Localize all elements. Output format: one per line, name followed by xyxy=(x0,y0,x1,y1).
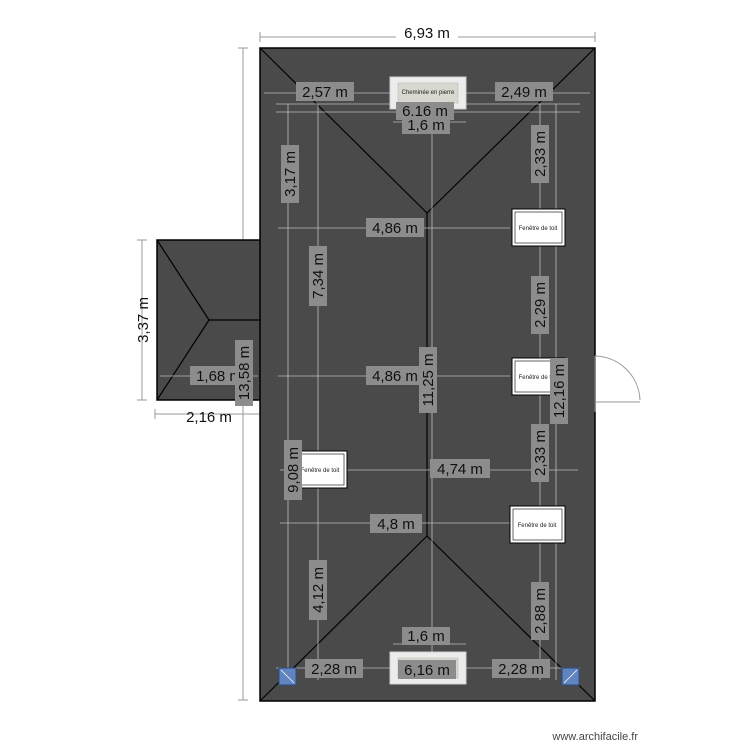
dim-annex-width: 2,16 m xyxy=(186,409,232,426)
dim-left-lower: 9,08 m xyxy=(284,440,302,500)
dim-bottom-chimney-width: 1,6 m xyxy=(402,627,450,645)
dim-row1-text: 4,86 m xyxy=(372,220,418,237)
dim-top-chimney-width: 1,6 m xyxy=(402,116,450,134)
skylight-label: Fenêtre de toit xyxy=(519,375,558,381)
watermark[interactable]: www.archifacile.fr xyxy=(552,731,638,743)
dim-right-mid-text: 2,29 m xyxy=(532,282,549,328)
dim-annex-width-text: 2,16 m xyxy=(186,409,232,426)
dim-top-right-text: 2,49 m xyxy=(501,84,547,101)
dim-top-left: 2,57 m xyxy=(296,82,354,101)
dim-center-vertical: 11,25 m xyxy=(419,347,437,413)
dim-left-lower-text: 9,08 m xyxy=(285,447,302,493)
dim-top-center-text: 6,16 m xyxy=(402,103,448,120)
dim-left-bottom: 4,12 m xyxy=(309,560,327,620)
dim-center-vertical-text: 11,25 m xyxy=(420,353,437,406)
dim-bottom-center-text: 6,16 m xyxy=(404,662,450,679)
downspout-right xyxy=(561,667,580,686)
dim-row2: 4,86 m xyxy=(366,366,424,385)
dim-outer-width-text: 6,93 m xyxy=(404,25,450,42)
dim-row1: 4,86 m xyxy=(366,218,424,237)
dim-left-bottom-text: 4,12 m xyxy=(310,567,327,613)
door-swing xyxy=(594,355,641,412)
dim-right-upper: 2,33 m xyxy=(531,125,549,183)
dim-row4: 4,8 m xyxy=(370,514,422,533)
skylight-label: Fenêtre de toit xyxy=(519,226,558,232)
dim-bottom-right-text: 2,28 m xyxy=(498,661,544,678)
dim-left-mid: 7,34 m xyxy=(309,246,327,306)
dim-bottom-left-text: 2,28 m xyxy=(311,661,357,678)
chimney-label: Cheminée en pierre xyxy=(402,90,455,96)
dim-annex-inner-width-text: 1,68 m xyxy=(196,368,242,385)
dim-annex-inner-height-text: 13,58 m xyxy=(236,346,253,400)
downspout-left xyxy=(278,667,297,686)
dim-right-vertical: 12,16 m xyxy=(550,358,568,424)
dim-right-bottom-text: 2,88 m xyxy=(532,588,549,634)
skylight-3: Fenêtre de toit xyxy=(293,450,348,489)
skylight-4: Fenêtre de toit xyxy=(509,505,566,544)
dim-top-chimney-width-text: 1,6 m xyxy=(407,117,445,134)
dim-right-lower-text: 2,33 m xyxy=(532,430,549,476)
dim-outer-width: 6,93 m xyxy=(396,23,458,43)
dim-row2-text: 4,86 m xyxy=(372,368,418,385)
dim-bottom-chimney-width-text: 1,6 m xyxy=(407,628,445,645)
dim-annex-inner-width: 1,68 m xyxy=(190,366,248,385)
skylight-label: Fenêtre de toit xyxy=(301,468,340,474)
dim-right-upper-text: 2,33 m xyxy=(532,131,549,177)
dim-row4-text: 4,8 m xyxy=(377,516,415,533)
dim-right-vertical-text: 12,16 m xyxy=(551,364,568,418)
dim-right-mid: 2,29 m xyxy=(531,276,549,334)
dim-right-lower: 2,33 m xyxy=(531,424,549,482)
dim-bottom-left: 2,28 m xyxy=(305,659,363,678)
dim-right-bottom: 2,88 m xyxy=(531,582,549,640)
dim-left-upper: 3,17 m xyxy=(281,145,299,203)
dim-annex-height-text: 3,37 m xyxy=(135,297,152,343)
dim-bottom-right: 2,28 m xyxy=(492,659,550,678)
dim-left-upper-text: 3,17 m xyxy=(282,151,299,197)
skylight-label: Fenêtre de toit xyxy=(518,523,557,529)
dim-top-left-text: 2,57 m xyxy=(302,84,348,101)
dim-top-right: 2,49 m xyxy=(495,82,553,101)
dim-row3: 4,74 m xyxy=(430,459,490,478)
dim-row3-text: 4,74 m xyxy=(437,461,483,478)
dim-left-mid-text: 7,34 m xyxy=(310,253,327,299)
dimension-labels: 6,93 m 3,37 m 2,16 m 2,57 m 2,49 m 6,16 … xyxy=(135,23,568,679)
dim-annex-height: 3,37 m xyxy=(135,297,152,343)
dim-bottom-center: 6,16 m xyxy=(398,660,456,679)
dim-top-center: 6,16 m xyxy=(396,102,454,120)
skylight-1: Fenêtre de toit xyxy=(511,208,566,247)
dim-annex-inner-height: 13,58 m xyxy=(235,340,253,406)
